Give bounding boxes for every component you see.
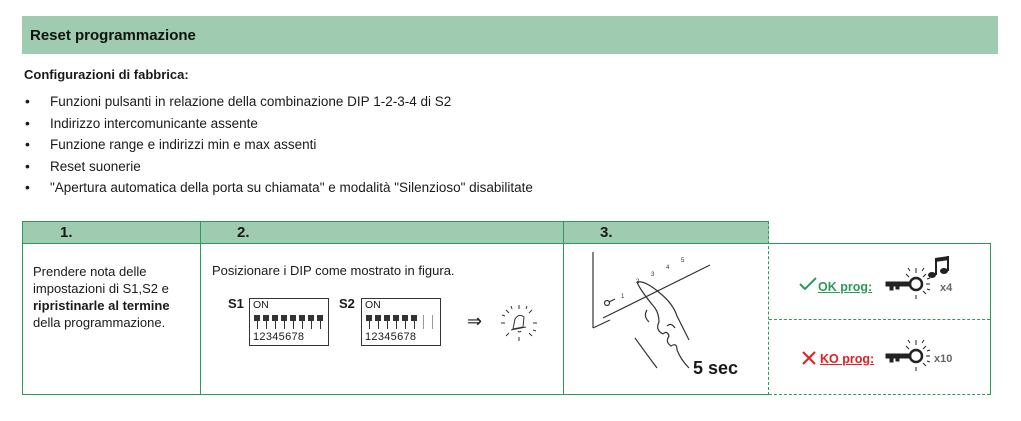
ok-prog-label: OK prog: xyxy=(818,280,873,294)
section-title: Reset programmazione xyxy=(30,26,196,44)
duration-label: 5 sec xyxy=(693,358,739,378)
table-border xyxy=(22,221,23,395)
dip-toggle xyxy=(254,315,260,329)
dip-on-label: ON xyxy=(365,299,381,311)
list-item: Funzione range e indirizzi min e max ass… xyxy=(22,134,533,156)
arrow-icon: ⇒ xyxy=(467,311,483,331)
step1-text-b: della programmazione. xyxy=(33,315,166,330)
dip-toggle-off xyxy=(429,315,435,329)
table-border xyxy=(200,221,201,395)
key-blink-icon xyxy=(885,256,949,299)
table-border xyxy=(563,221,564,395)
dip-toggle xyxy=(393,315,399,329)
table-border xyxy=(990,243,991,395)
s2-label: S2 xyxy=(339,296,355,311)
cross-icon xyxy=(802,351,816,365)
hand-press-button-illustration: 1 2 3 4 5 xyxy=(592,252,711,369)
svg-text:5: 5 xyxy=(681,258,685,264)
dip-toggle xyxy=(299,315,305,329)
dip-toggle xyxy=(281,315,287,329)
svg-text:3: 3 xyxy=(651,272,655,278)
step-number-1: 1. xyxy=(60,224,73,241)
dip-numbers: 12345678 xyxy=(365,331,417,343)
table-border xyxy=(22,243,991,244)
step1-text: Prendere nota delle impostazioni di S1,S… xyxy=(33,263,193,331)
table-divider xyxy=(769,394,990,395)
dip-toggle xyxy=(384,315,390,329)
steps-header: 1. 2. 3. xyxy=(22,222,769,243)
section-header: Reset programmazione xyxy=(22,16,998,54)
ko-count: x10 xyxy=(934,353,953,365)
ok-count: x4 xyxy=(940,282,953,294)
bell-blink-icon xyxy=(501,305,537,341)
list-item: Reset suonerie xyxy=(22,156,533,178)
dip-toggle-off xyxy=(420,315,426,329)
dip-switch-s2: ON 12345678 xyxy=(361,298,441,346)
list-item: Indirizzo intercomunicante assente xyxy=(22,113,533,135)
table-border xyxy=(22,394,769,395)
factory-settings-title: Configurazioni di fabbrica: xyxy=(24,67,189,82)
dip-toggle xyxy=(366,315,372,329)
dip-numbers: 12345678 xyxy=(253,331,305,343)
dip-toggle xyxy=(411,315,417,329)
dip-toggle xyxy=(272,315,278,329)
dip-on-label: ON xyxy=(253,299,269,311)
step-number-3: 3. xyxy=(600,224,613,241)
dip-toggle xyxy=(263,315,269,329)
dip-toggle xyxy=(290,315,296,329)
table-divider xyxy=(768,221,769,395)
dip-toggle xyxy=(375,315,381,329)
svg-text:1: 1 xyxy=(621,294,625,300)
check-icon xyxy=(799,277,817,291)
dip-toggle xyxy=(317,315,323,329)
step1-text-a: Prendere nota delle impostazioni di S1,S… xyxy=(33,264,169,296)
dip-toggle xyxy=(402,315,408,329)
key-blink-icon xyxy=(885,339,931,371)
dip-toggle xyxy=(308,315,314,329)
step-number-2: 2. xyxy=(237,224,250,241)
step2-text: Posizionare i DIP come mostrato in figur… xyxy=(212,263,455,278)
table-divider xyxy=(769,319,990,320)
svg-text:4: 4 xyxy=(666,265,670,271)
s1-label: S1 xyxy=(228,296,244,311)
ko-prog-label: KO prog: xyxy=(820,352,875,366)
list-item: "Apertura automatica della porta su chia… xyxy=(22,177,533,199)
factory-settings-list: Funzioni pulsanti in relazione della com… xyxy=(22,91,533,199)
table-border xyxy=(22,221,769,222)
dip-switch-s1: ON 12345678 xyxy=(249,298,329,346)
step1-text-bold: ripristinarle al termine xyxy=(33,298,170,313)
list-item: Funzioni pulsanti in relazione della com… xyxy=(22,91,533,113)
